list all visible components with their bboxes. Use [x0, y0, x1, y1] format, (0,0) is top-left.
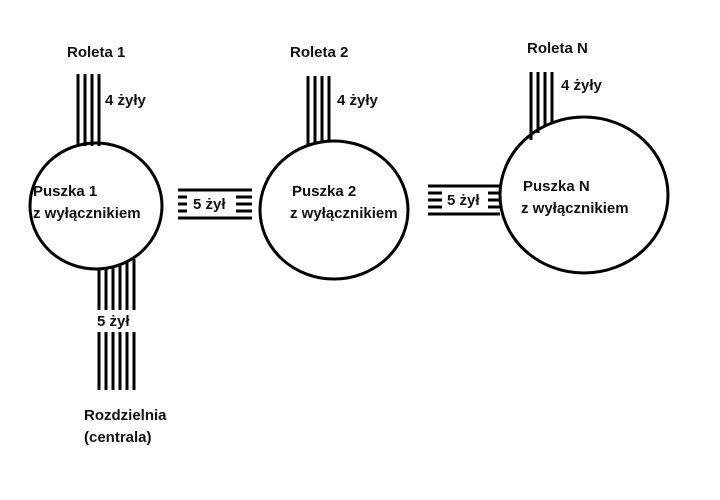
junction-box-1	[28, 141, 164, 271]
junction-box-n-subtitle: z wyłącznikiem	[521, 200, 629, 217]
wires-4-label-1: 4 żyły	[105, 92, 146, 109]
wires-4-label-n: 4 żyły	[561, 77, 602, 94]
label-background-5-wires-vertical	[95, 310, 137, 332]
junction-box-2-label: Puszka 2 z wyłącznikiem	[290, 181, 398, 225]
junction-box-n	[498, 115, 670, 275]
wires-5-label-2: 5 żył	[447, 192, 480, 209]
roleta-2-label: Roleta 2	[290, 44, 349, 61]
rozdzielnia-subtitle: (centrala)	[84, 429, 152, 446]
cable-4-wires-roleta-1	[76, 74, 101, 146]
junction-box-n-title: Puszka N	[523, 178, 590, 195]
junction-box-1-label: Puszka 1 z wyłącznikiem	[33, 181, 141, 225]
cable-5-wires-box1-box2	[178, 188, 252, 220]
junction-box-2-title: Puszka 2	[292, 183, 357, 200]
junction-box-1-subtitle: z wyłącznikiem	[33, 205, 141, 222]
rozdzielnia-title: Rozdzielnia	[84, 407, 167, 424]
wires-5-label-1: 5 żył	[193, 196, 226, 213]
roleta-1-label: Roleta 1	[67, 44, 126, 61]
junction-box-2-subtitle: z wyłącznikiem	[290, 205, 398, 222]
cable-5-wires-box2-boxn	[428, 184, 500, 216]
junction-box-n-label: Puszka N z wyłącznikiem	[521, 176, 629, 220]
cable-4-wires-roleta-n	[529, 72, 554, 140]
junction-box-1-title: Puszka 1	[33, 183, 98, 200]
wires-5-label-vertical: 5 żył	[97, 313, 130, 330]
wires-4-label-2: 4 żyły	[337, 92, 378, 109]
roleta-n-label: Roleta N	[527, 40, 588, 57]
junction-box-2	[258, 139, 410, 281]
rozdzielnia-label: Rozdzielnia (centrala)	[84, 405, 167, 449]
cable-4-wires-roleta-2	[306, 76, 331, 146]
